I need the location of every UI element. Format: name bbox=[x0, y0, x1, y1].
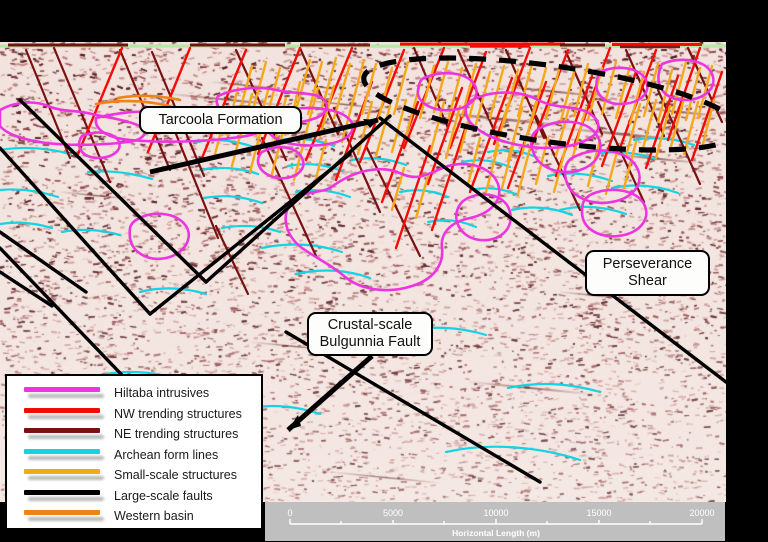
legend-label: NW trending structures bbox=[114, 406, 242, 421]
swatch-shadow bbox=[28, 394, 104, 399]
label-perseverance-shear: Perseverance Shear bbox=[585, 250, 710, 296]
legend-swatch-nw-trending-structures bbox=[24, 407, 104, 421]
legend-label: Western basin bbox=[114, 509, 194, 524]
swatch-line bbox=[24, 448, 100, 454]
swatch-shadow bbox=[28, 435, 104, 440]
label-text: Tarcoola Formation bbox=[158, 111, 283, 128]
scale-tick-15000: 15000 bbox=[586, 508, 611, 518]
legend-swatch-hiltaba-intrusives bbox=[24, 386, 104, 400]
swatch-line bbox=[24, 407, 100, 413]
swatch-shadow bbox=[28, 476, 104, 481]
western-basin-markers bbox=[94, 94, 182, 108]
legend-label: Hiltaba intrusives bbox=[114, 386, 210, 401]
legend-swatch-small-scale-structures bbox=[24, 468, 104, 482]
scale-tick-0: 0 bbox=[287, 508, 292, 518]
horizontal-scale-bar: 0 5000 10000 15000 20000 Horizontal Leng… bbox=[265, 502, 725, 541]
scale-bar-graphic: 0 5000 10000 15000 20000 Horizontal Leng… bbox=[287, 508, 714, 538]
swatch-line bbox=[24, 489, 100, 495]
swatch-shadow bbox=[28, 414, 104, 419]
legend-label: Large-scale faults bbox=[114, 488, 213, 503]
legend-label: NE trending structures bbox=[114, 427, 239, 442]
legend-item-ne-trending-structures: NE trending structures bbox=[7, 424, 261, 445]
scale-tick-10000: 10000 bbox=[483, 508, 508, 518]
large-scale-faults bbox=[0, 98, 726, 502]
scale-axis-label: Horizontal Length (m) bbox=[452, 528, 540, 538]
legend-item-large-scale-faults: Large-scale faults bbox=[7, 486, 261, 507]
label-tarcoola-formation: Tarcoola Formation bbox=[139, 106, 302, 134]
label-text: Crustal-scale Bulgunnia Fault bbox=[320, 317, 421, 350]
swatch-line bbox=[24, 387, 100, 393]
swatch-line bbox=[24, 428, 100, 434]
legend-item-western-basin: Western basin bbox=[7, 506, 261, 527]
swatch-shadow bbox=[28, 496, 104, 501]
legend-panel: Hiltaba intrusives NW trending structure… bbox=[5, 374, 263, 530]
swatch-line bbox=[24, 510, 100, 516]
scale-tick-20000: 20000 bbox=[689, 508, 714, 518]
legend-label: Archean form lines bbox=[114, 447, 219, 462]
legend-label: Small-scale structures bbox=[114, 468, 237, 483]
legend-swatch-western-basin bbox=[24, 509, 104, 523]
label-text-line2: Bulgunnia Fault bbox=[319, 334, 421, 350]
label-text-line2: Shear bbox=[628, 273, 667, 289]
label-crustal-scale-bulgunnia-fault: Crustal-scale Bulgunnia Fault bbox=[307, 312, 433, 356]
surface-line bbox=[0, 42, 726, 49]
hiltaba-intrusives bbox=[0, 58, 715, 292]
legend-item-hiltaba-intrusives: Hiltaba intrusives bbox=[7, 383, 261, 404]
legend-swatch-large-scale-faults bbox=[24, 489, 104, 503]
scale-tick-5000: 5000 bbox=[383, 508, 403, 518]
label-text-line1: Perseverance bbox=[602, 256, 693, 273]
perseverance-shear-zone-outline bbox=[361, 55, 726, 153]
label-text-line1: Crustal-scale bbox=[327, 317, 413, 334]
legend-item-small-scale-structures: Small-scale structures bbox=[7, 465, 261, 486]
swatch-shadow bbox=[28, 455, 104, 460]
swatch-line bbox=[24, 469, 100, 475]
swatch-shadow bbox=[28, 517, 104, 522]
nw-trending-structures bbox=[76, 46, 724, 250]
legend-swatch-archean-form-lines bbox=[24, 448, 104, 462]
legend-swatch-ne-trending-structures bbox=[24, 427, 104, 441]
legend-item-nw-trending-structures: NW trending structures bbox=[7, 404, 261, 425]
legend-item-archean-form-lines: Archean form lines bbox=[7, 445, 261, 466]
label-text: Perseverance Shear bbox=[603, 256, 692, 289]
